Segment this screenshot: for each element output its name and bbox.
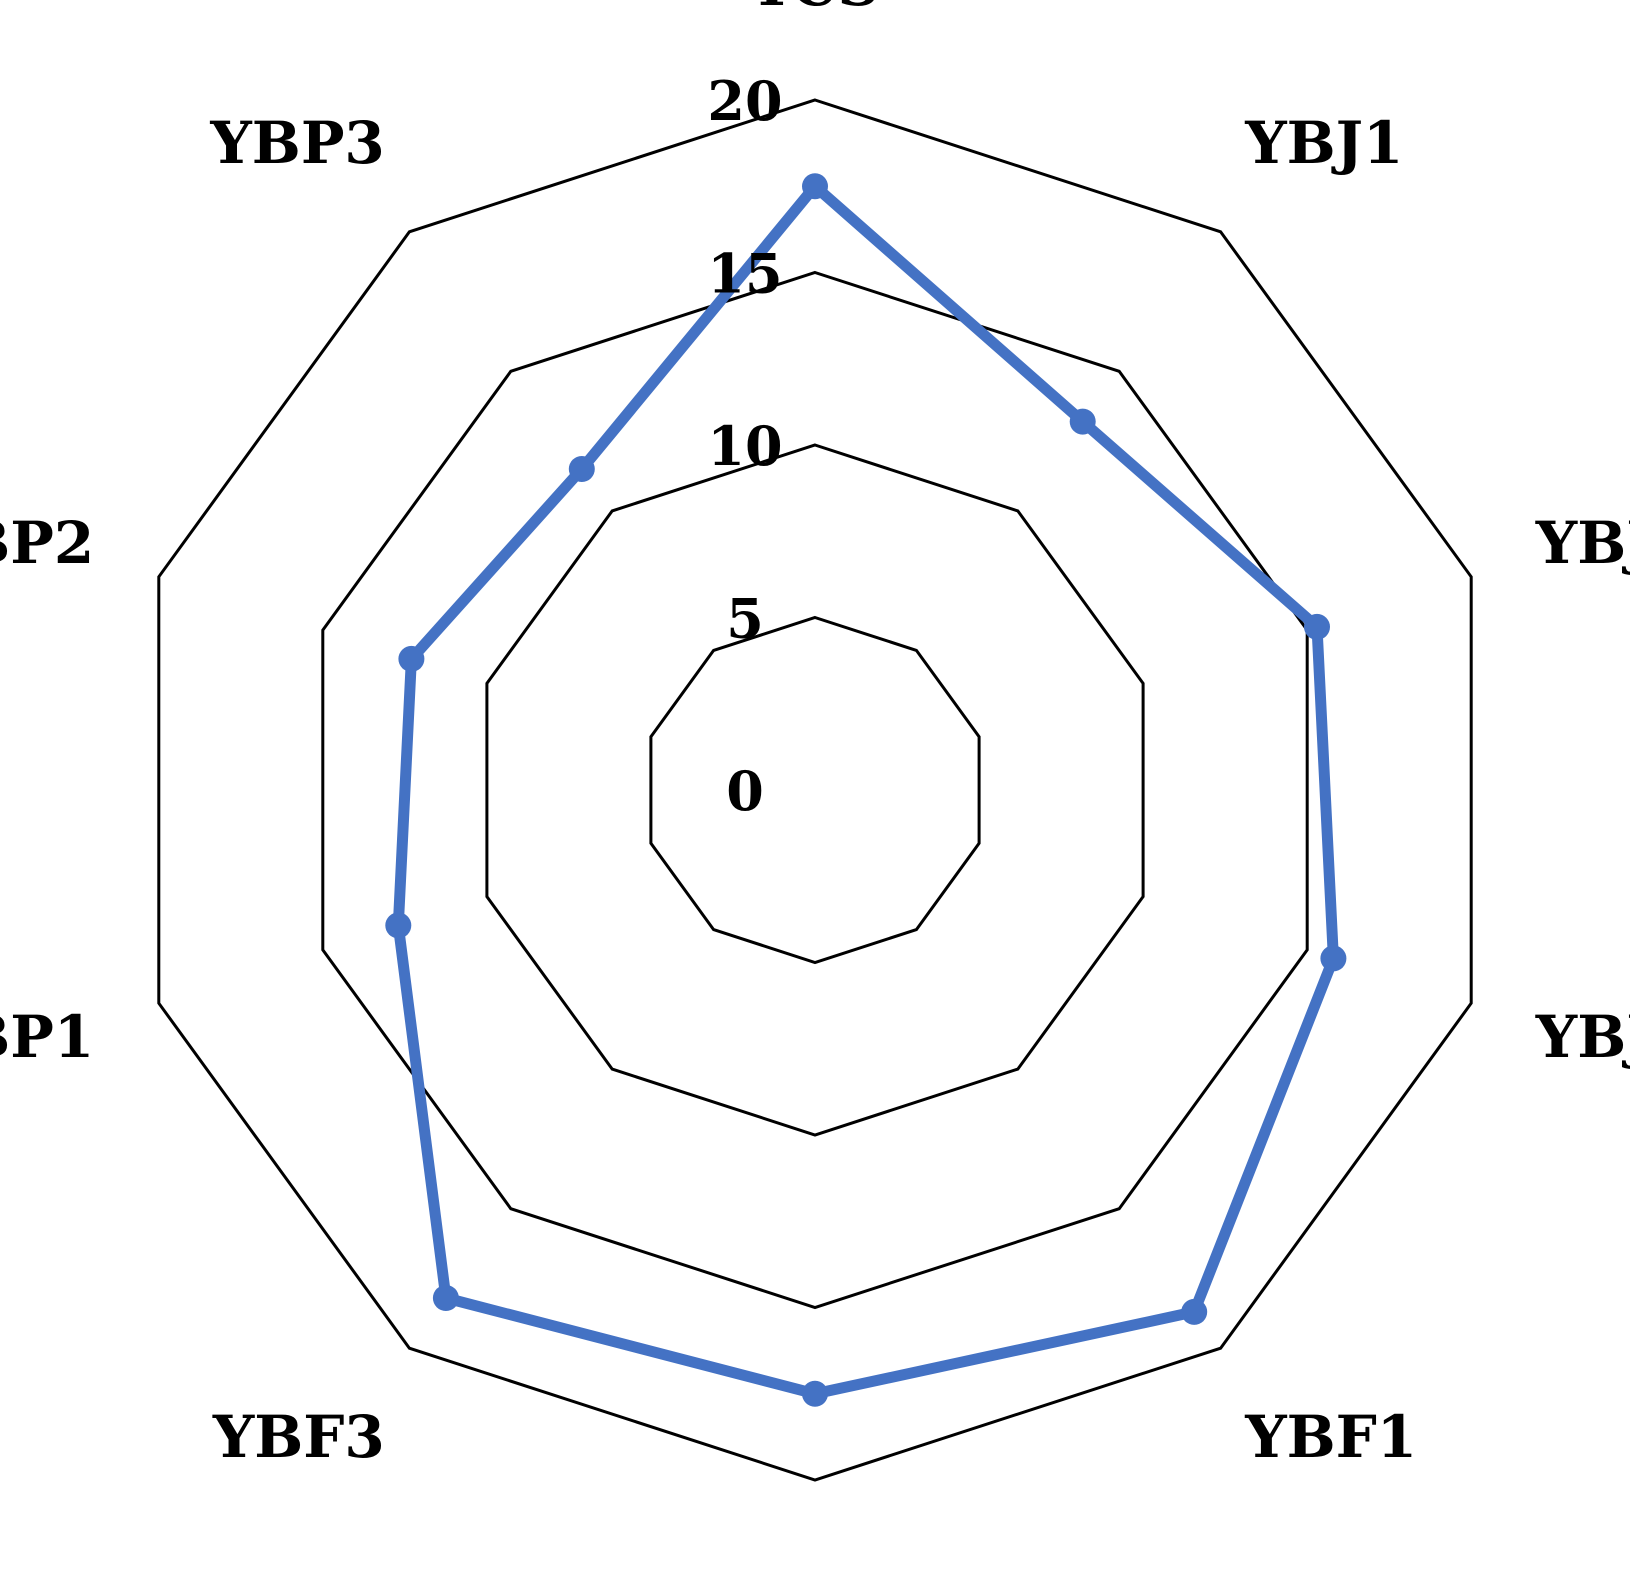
axis-label-ybf1: YBF1: [1244, 1403, 1417, 1471]
axis-label-ybp2: YBP2: [0, 509, 94, 577]
axis-label-ybp1: YBP1: [0, 1003, 94, 1071]
tick-label-5: 5: [726, 587, 764, 651]
data-point-ybp3: [568, 456, 595, 482]
data-point-ycs: [802, 173, 828, 200]
grid-layer: [157, 98, 1473, 1482]
data-point-ybj1: [1069, 408, 1096, 435]
data-point-ybf2: [802, 1380, 828, 1407]
axis-label-ybp3: YBP3: [209, 109, 384, 177]
axis-label-ybj1: YBJ1: [1244, 109, 1403, 177]
tick-label-0: 0: [726, 759, 764, 823]
data-point-ybf3: [432, 1285, 459, 1311]
tick-label-10: 10: [707, 414, 782, 478]
data-point-ybj3: [1320, 945, 1347, 972]
data-point-ybf1: [1181, 1298, 1208, 1325]
axis-label-ybj2: YBJ2: [1535, 509, 1630, 577]
series-layer: [385, 173, 1347, 1407]
axis-label-ybf3: YBF3: [212, 1403, 385, 1471]
axis-label-ycs: YCS: [750, 0, 879, 19]
data-point-ybj2: [1304, 613, 1330, 640]
axis-label-ybj3: YBJ3: [1535, 1003, 1630, 1071]
grid-ring-10: [485, 443, 1145, 1137]
tick-label-15: 15: [707, 242, 782, 306]
data-point-ybp2: [398, 645, 425, 672]
series-line-0: [392, 180, 1339, 1400]
tick-label-20: 20: [707, 69, 782, 133]
data-point-ybp1: [385, 912, 412, 939]
grid-ring-20: [157, 98, 1473, 1482]
tick-label-layer: 0 5 10 15 20: [707, 69, 782, 823]
grid-ring-5: [649, 615, 981, 965]
grid-ring-15: [321, 270, 1309, 1310]
